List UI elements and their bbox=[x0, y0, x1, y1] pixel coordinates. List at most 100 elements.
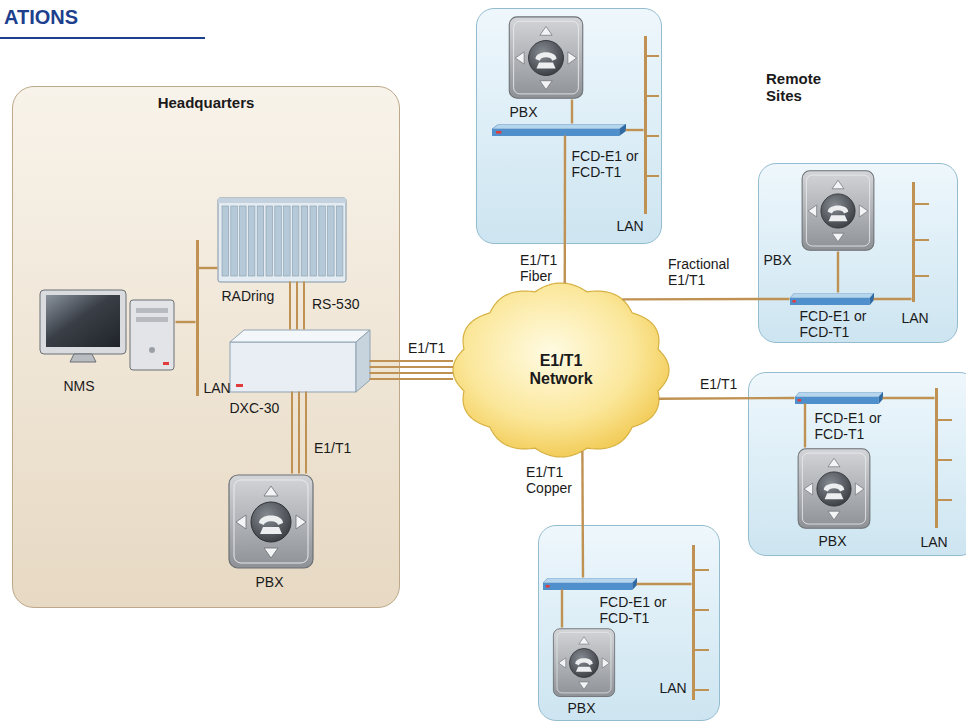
remote-site: PBXFCD-E1 or FCD-T1LAN bbox=[758, 163, 958, 343]
pbx-unit: PBX bbox=[504, 16, 588, 100]
dxc30-unit: DXC-30 bbox=[230, 330, 370, 392]
power-button bbox=[149, 347, 155, 353]
link-stroke bbox=[370, 366, 454, 368]
link-label: Fractional E1/T1 bbox=[668, 256, 748, 288]
link-stroke bbox=[298, 392, 300, 474]
link-line bbox=[572, 100, 573, 124]
rack-card bbox=[292, 206, 299, 276]
link-label: E1/T1 bbox=[700, 376, 737, 392]
lan-label: LAN bbox=[617, 218, 644, 234]
nms-computer-illustration bbox=[40, 290, 174, 370]
device-label: PBX bbox=[764, 252, 792, 268]
rack-frame bbox=[218, 198, 346, 282]
radring-unit: RADring bbox=[218, 198, 346, 282]
link-line bbox=[199, 268, 218, 269]
section-heading: ATIONS bbox=[4, 6, 78, 29]
pbx-unit: PBX bbox=[226, 474, 316, 570]
link-line bbox=[622, 299, 789, 300]
link-stroke bbox=[874, 298, 912, 300]
drive-bay bbox=[136, 308, 168, 313]
link-stroke bbox=[883, 397, 935, 399]
link-stroke bbox=[659, 397, 795, 400]
rack-card bbox=[240, 206, 247, 276]
fcd-symbol bbox=[795, 392, 883, 404]
rack-card bbox=[284, 206, 291, 276]
fcd-symbol bbox=[543, 578, 637, 590]
lan-bus: LAN bbox=[644, 36, 647, 214]
chassis-front bbox=[230, 342, 356, 392]
link-stroke bbox=[370, 360, 454, 362]
link-line bbox=[805, 404, 806, 448]
link-stroke bbox=[305, 392, 307, 474]
link-label-holder: E1/T1 bbox=[314, 440, 351, 456]
lan-bus: LAN bbox=[935, 388, 938, 528]
rack-card bbox=[222, 206, 229, 276]
lan-tick bbox=[695, 609, 709, 611]
link-line bbox=[883, 398, 935, 399]
link-label-holder: E1/T1 bbox=[408, 340, 445, 356]
link-stroke bbox=[291, 392, 293, 474]
chassis-top bbox=[230, 330, 370, 342]
rack-card bbox=[319, 206, 326, 276]
link-stroke bbox=[370, 378, 454, 380]
fcd-unit: FCD-E1 or FCD-T1 bbox=[790, 293, 874, 305]
device-label: NMS bbox=[64, 378, 95, 394]
link-stroke bbox=[296, 282, 298, 330]
device-label: FCD-E1 or FCD-T1 bbox=[572, 148, 642, 180]
rack-card bbox=[275, 206, 282, 276]
remote-site: FCD-E1 or FCD-T1PBX LAN bbox=[748, 372, 966, 556]
link-stroke bbox=[626, 129, 644, 131]
device-label: FCD-E1 or FCD-T1 bbox=[800, 308, 870, 340]
link-line bbox=[562, 590, 563, 628]
remote-site: FCD-E1 or FCD-T1PBX LAN bbox=[538, 525, 720, 721]
region-heading: Headquarters bbox=[13, 87, 399, 111]
network-name: E1/T1 Network bbox=[521, 352, 601, 389]
link-stroke bbox=[804, 404, 806, 448]
fcd-unit: FCD-E1 or FCD-T1 bbox=[795, 392, 883, 404]
link-stroke bbox=[199, 267, 218, 269]
lan-tick bbox=[938, 419, 952, 421]
link-label-holder: Fractional E1/T1 bbox=[668, 256, 748, 288]
link-label: E1/T1 bbox=[314, 440, 351, 456]
monitor-screen bbox=[46, 295, 120, 347]
lan-tick bbox=[647, 95, 659, 97]
rack-card bbox=[336, 206, 343, 276]
monitor-stand bbox=[70, 354, 96, 362]
drive-bay bbox=[136, 317, 168, 322]
network-cloud: E1/T1 Network bbox=[452, 282, 670, 458]
lan-bus: LAN bbox=[692, 545, 695, 700]
pbx-symbol bbox=[509, 17, 583, 98]
pbx-symbol bbox=[229, 475, 313, 568]
rack-card bbox=[266, 206, 273, 276]
lan-ticks bbox=[647, 56, 952, 690]
pbx-illustrations bbox=[229, 17, 874, 697]
link-stroke bbox=[176, 321, 196, 323]
link-label: E1/T1 Fiber bbox=[520, 252, 564, 284]
device-label: PBX bbox=[819, 533, 847, 549]
link-label: E1/T1 bbox=[408, 340, 445, 356]
lan-label: LAN bbox=[660, 680, 687, 696]
pbx-unit: PBX bbox=[548, 628, 620, 698]
lan-label: LAN bbox=[204, 380, 231, 396]
link-stroke bbox=[561, 590, 563, 628]
radring-rack-illustration bbox=[218, 198, 346, 282]
rack-card bbox=[248, 206, 255, 276]
link-label-holder: E1/T1 bbox=[700, 376, 737, 392]
link-stroke bbox=[622, 298, 789, 301]
rack-card bbox=[257, 206, 264, 276]
device-label: PBX bbox=[510, 104, 538, 120]
nms-workstation: NMS bbox=[36, 288, 176, 372]
link-label-holder: E1/T1 Copper bbox=[526, 464, 578, 496]
device-label: RADring bbox=[222, 288, 275, 304]
link-stroke bbox=[564, 136, 567, 284]
link-line bbox=[564, 136, 565, 284]
link-label-holder: E1/T1 Fiber bbox=[520, 252, 564, 284]
fcd-symbol bbox=[790, 293, 874, 305]
link-stroke bbox=[303, 282, 305, 330]
status-led bbox=[236, 384, 243, 387]
fcd-unit: FCD-E1 or FCD-T1 bbox=[543, 578, 637, 590]
lan-bus: LAN bbox=[196, 240, 199, 396]
lan-label: LAN bbox=[921, 534, 948, 550]
